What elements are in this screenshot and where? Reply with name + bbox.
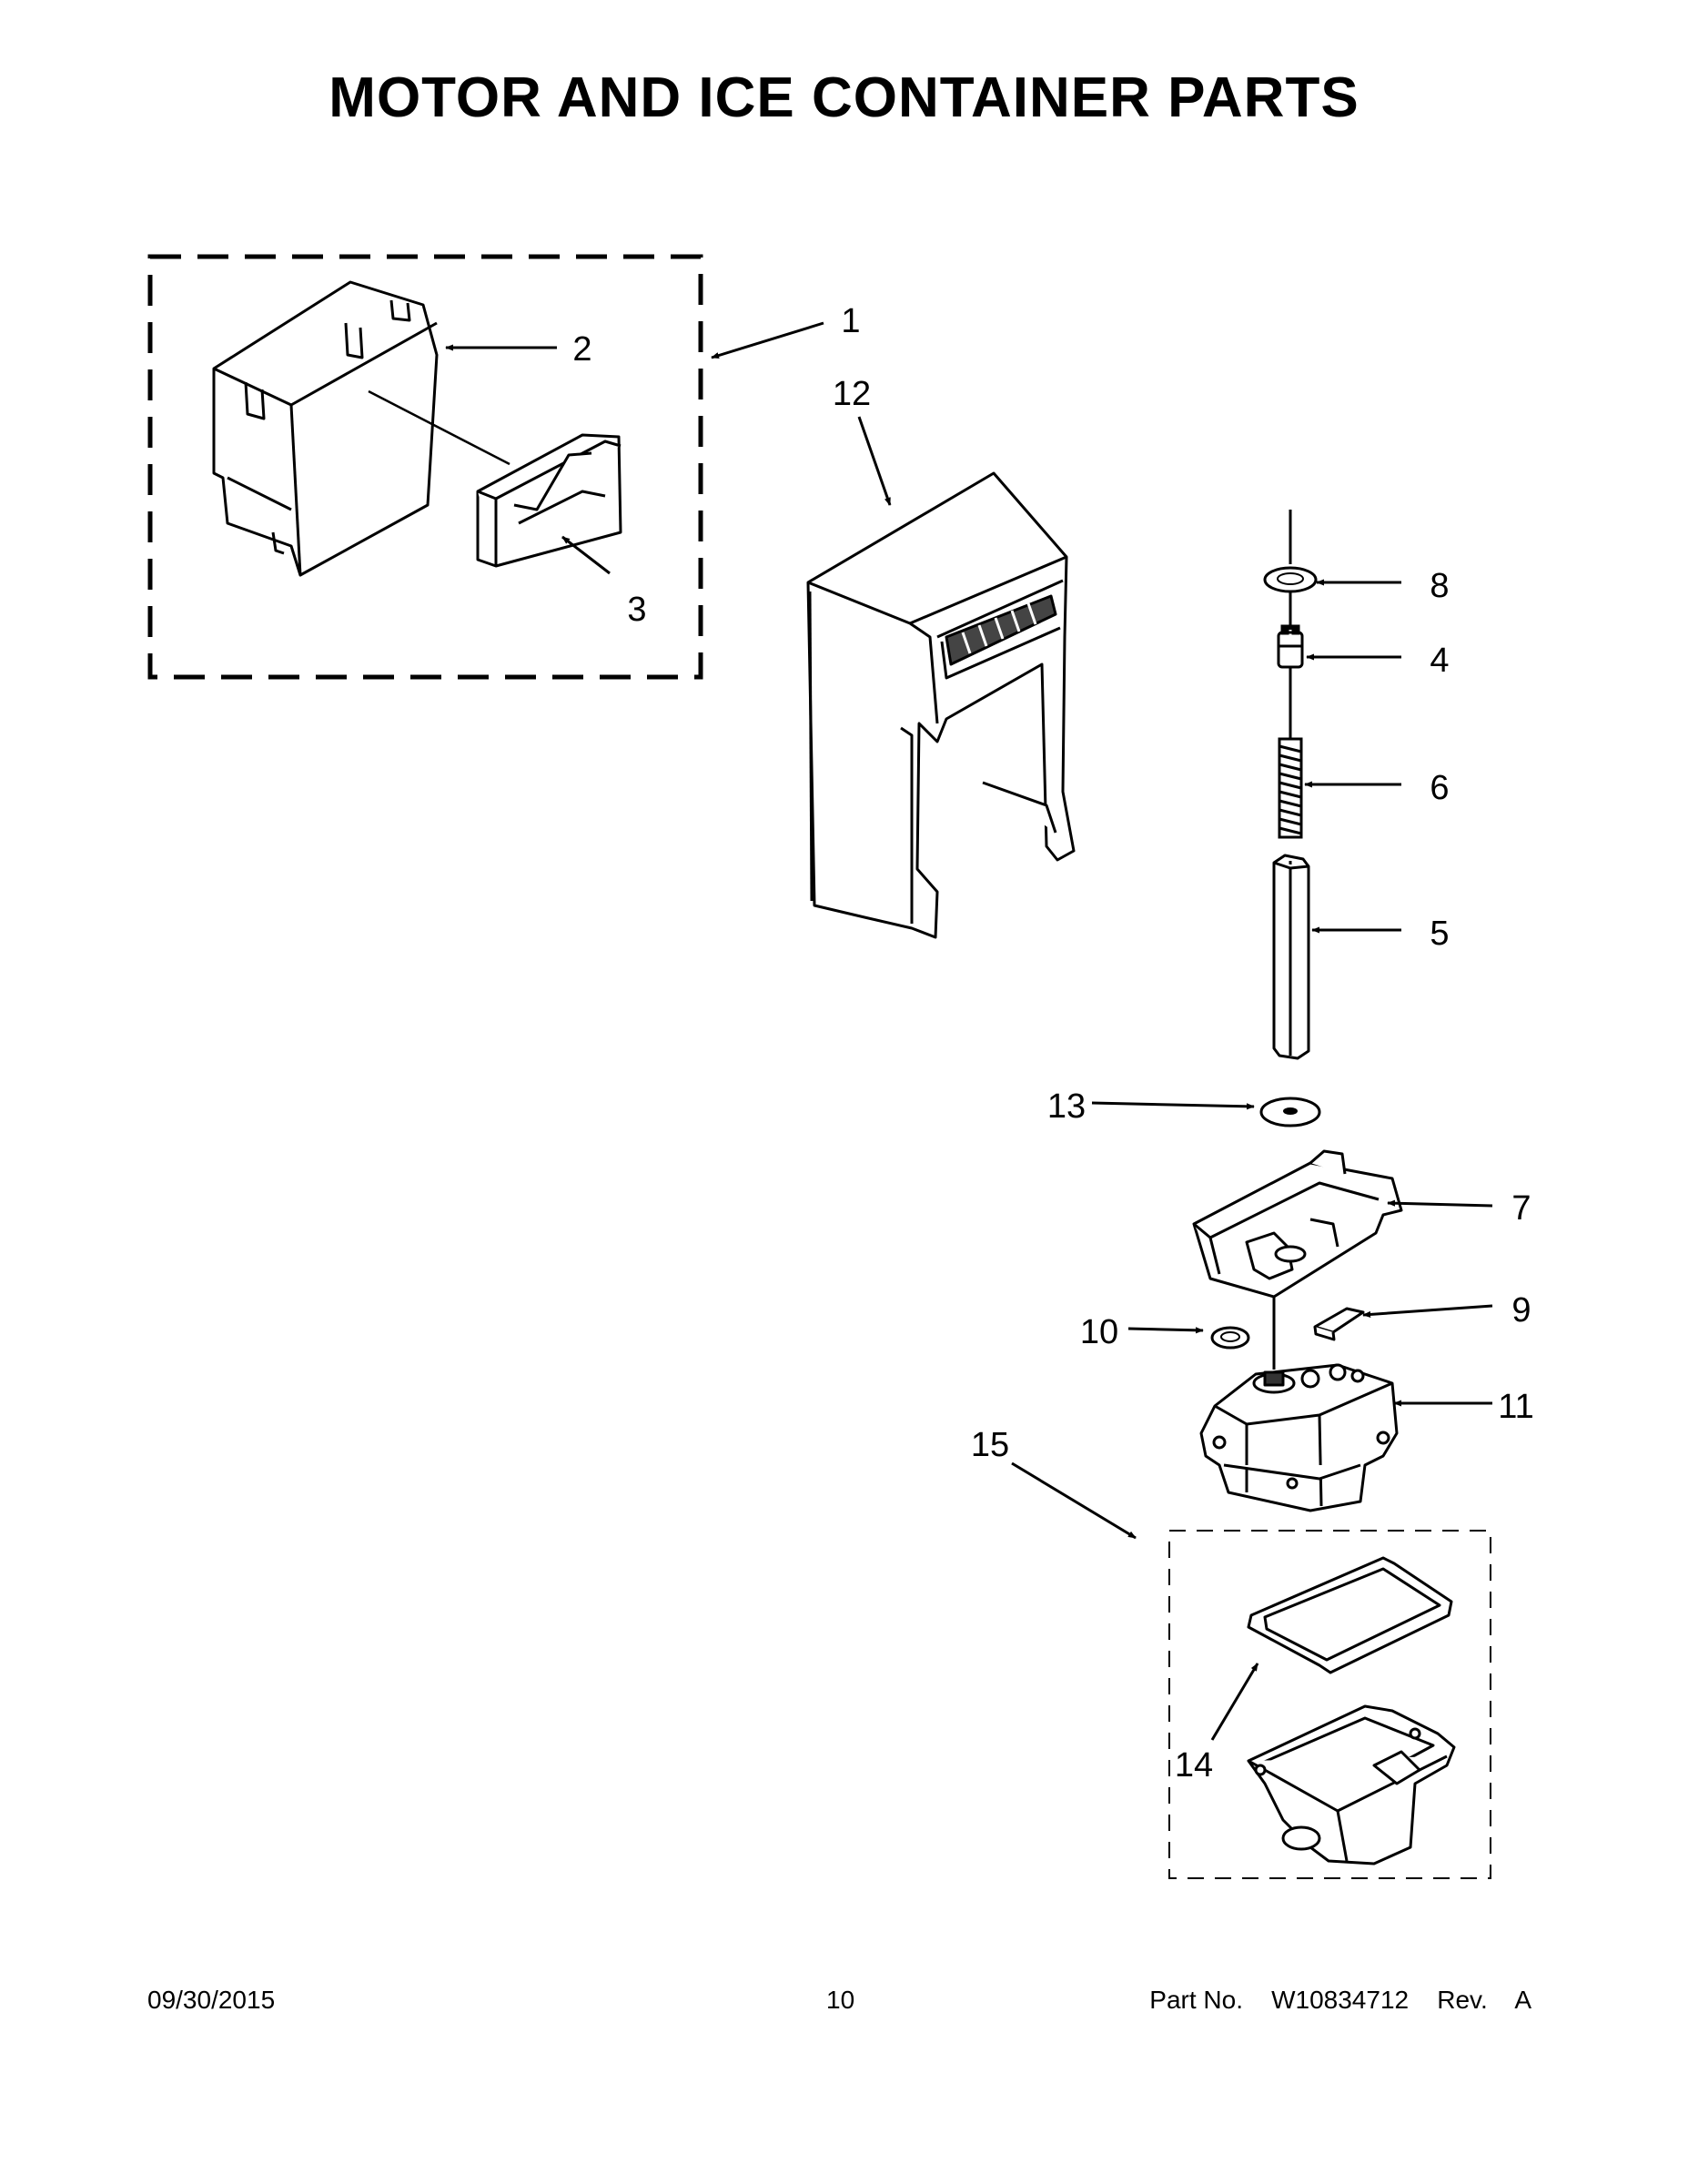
footer-page-number: 10: [826, 1986, 855, 2014]
part-5-shaft: [1272, 854, 1310, 1060]
footer-part-number: W10834712: [1271, 1986, 1410, 2014]
arrow-14: [1210, 1663, 1259, 1741]
callout-15: 15: [971, 1426, 1009, 1464]
part-10-o-ring: [1210, 1326, 1250, 1350]
part-6-spring: [1278, 737, 1303, 839]
kit-15-base-housing: [1247, 1704, 1456, 1866]
part-12-ice-container: [806, 471, 1076, 939]
callout-10: 10: [1080, 1313, 1118, 1351]
part-4-coupler: [1277, 624, 1304, 669]
kit-15-dashed-box: [1168, 1530, 1491, 1879]
callout-5: 5: [1430, 915, 1449, 953]
arrow-12: [857, 416, 892, 506]
callout-2: 2: [572, 330, 591, 369]
part-2-leader: [368, 389, 510, 466]
arrow-15: [1011, 1461, 1137, 1540]
footer-part-label: Part No.: [1149, 1986, 1243, 2014]
page-title: MOTOR AND ICE CONTAINER PARTS: [329, 66, 1359, 129]
arrow-3: [561, 535, 611, 575]
callout-14: 14: [1175, 1746, 1213, 1785]
part-11-motor: [1199, 1363, 1399, 1512]
footer-revision: A: [1514, 1986, 1531, 2014]
callout-9: 9: [1511, 1291, 1531, 1330]
part-9-pad: [1313, 1307, 1365, 1341]
part-7-mounting-plate: [1192, 1149, 1403, 1299]
footer-date: 09/30/2015: [147, 1986, 276, 2014]
callout-4: 4: [1430, 642, 1449, 680]
arrow-10: [1127, 1327, 1204, 1334]
arrow-1: [711, 321, 824, 359]
arrow-7: [1387, 1199, 1493, 1208]
part-8-washer: [1263, 566, 1318, 593]
part-3-clip: [476, 433, 622, 568]
callout-13: 13: [1047, 1087, 1086, 1126]
kit-1-dashed-box: [147, 254, 703, 680]
callout-3: 3: [627, 591, 646, 629]
part-2-bracket: [212, 280, 439, 577]
part-13-washer: [1259, 1097, 1321, 1127]
part-12-vent-slats: [961, 602, 1037, 654]
callout-1: 1: [841, 302, 860, 340]
callout-6: 6: [1430, 769, 1449, 807]
callout-11: 11: [1498, 1388, 1533, 1426]
callout-7: 7: [1511, 1189, 1531, 1228]
callout-12: 12: [833, 375, 871, 413]
arrow-9: [1362, 1304, 1493, 1319]
callout-8: 8: [1430, 567, 1449, 605]
footer-part-info: Part No. W10834712 Rev. A: [1149, 1986, 1531, 2015]
arrow-13: [1091, 1101, 1255, 1110]
footer-revision-label: Rev.: [1437, 1986, 1488, 2014]
part-14-gasket: [1247, 1556, 1453, 1674]
callout-arrows: [445, 321, 1493, 1741]
callout-labels: 1 2 3 12 8 4 6 5 13 7 9 10 11 15 14: [572, 302, 1533, 1785]
